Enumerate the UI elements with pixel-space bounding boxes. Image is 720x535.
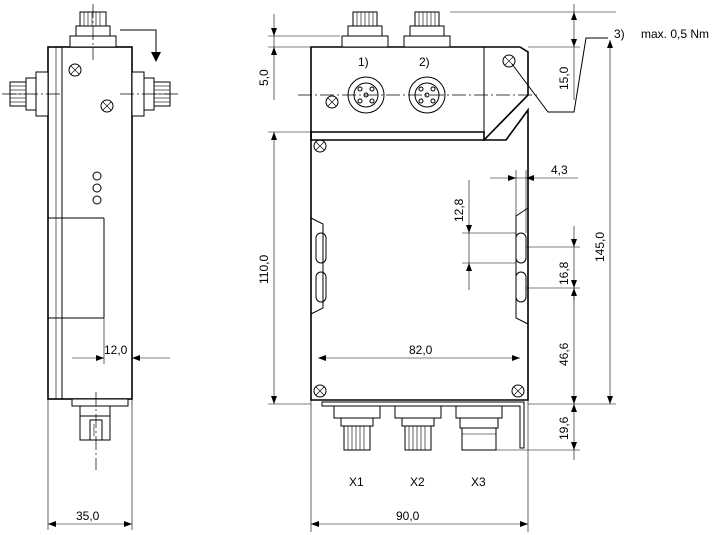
mounting-slot — [515, 271, 527, 303]
dim-side-depth: 35,0 — [76, 509, 100, 523]
screw-icon — [325, 95, 339, 109]
connector-1-label: 1) — [358, 55, 369, 69]
front-view: 1) 2) — [257, 4, 709, 532]
front-top-connector-1 — [341, 11, 389, 48]
rotation-arrow — [120, 29, 157, 58]
port-x2-connector — [394, 405, 442, 451]
mounting-bracket — [321, 401, 525, 449]
note-text: max. 0,5 Nm — [641, 27, 709, 41]
note-ref: 3) — [614, 27, 625, 41]
port-x1-label: X1 — [349, 475, 364, 489]
port-x1-connector — [333, 405, 381, 451]
led-icon — [92, 183, 102, 193]
screw-icon — [313, 139, 327, 153]
note-leader — [511, 37, 608, 113]
screw-icon — [502, 54, 516, 68]
port-x2-label: X2 — [410, 475, 425, 489]
dim-connector-height-bottom: 19,6 — [557, 416, 571, 440]
dim-slot-spacing: 12,8 — [452, 198, 466, 222]
screw-icon — [511, 384, 525, 398]
dim-total-height: 145,0 — [593, 232, 607, 262]
dim-body-height: 110,0 — [257, 255, 271, 284]
port-x3-connector — [455, 405, 503, 451]
connector-2-label: 2) — [419, 55, 430, 69]
dim-slot-width: 4,3 — [551, 163, 568, 177]
dim-front-width: 90,0 — [396, 509, 420, 523]
dim-side-offset: 12,0 — [104, 343, 128, 357]
front-top-connector-2 — [403, 11, 451, 48]
screw-icon — [68, 63, 82, 77]
mounting-slot — [315, 271, 327, 303]
screw-icon — [100, 99, 114, 113]
dim-top-offset: 5,0 — [257, 69, 271, 86]
side-bottom-connector — [71, 398, 129, 441]
led-icon — [92, 171, 102, 181]
mounting-slot — [315, 232, 327, 264]
side-view: 12,0 35,0 — [2, 4, 178, 530]
led-icon — [92, 195, 102, 205]
dim-inner-width: 82,0 — [409, 343, 433, 357]
screw-icon — [313, 384, 327, 398]
front-body — [310, 107, 529, 401]
mounting-slot — [515, 232, 527, 264]
dim-slot-length: 16,8 — [557, 261, 571, 285]
port-x3-label: X3 — [471, 475, 486, 489]
dim-slot-bottom: 46,6 — [557, 342, 571, 366]
dim-connector-height-top: 15,0 — [557, 66, 571, 90]
